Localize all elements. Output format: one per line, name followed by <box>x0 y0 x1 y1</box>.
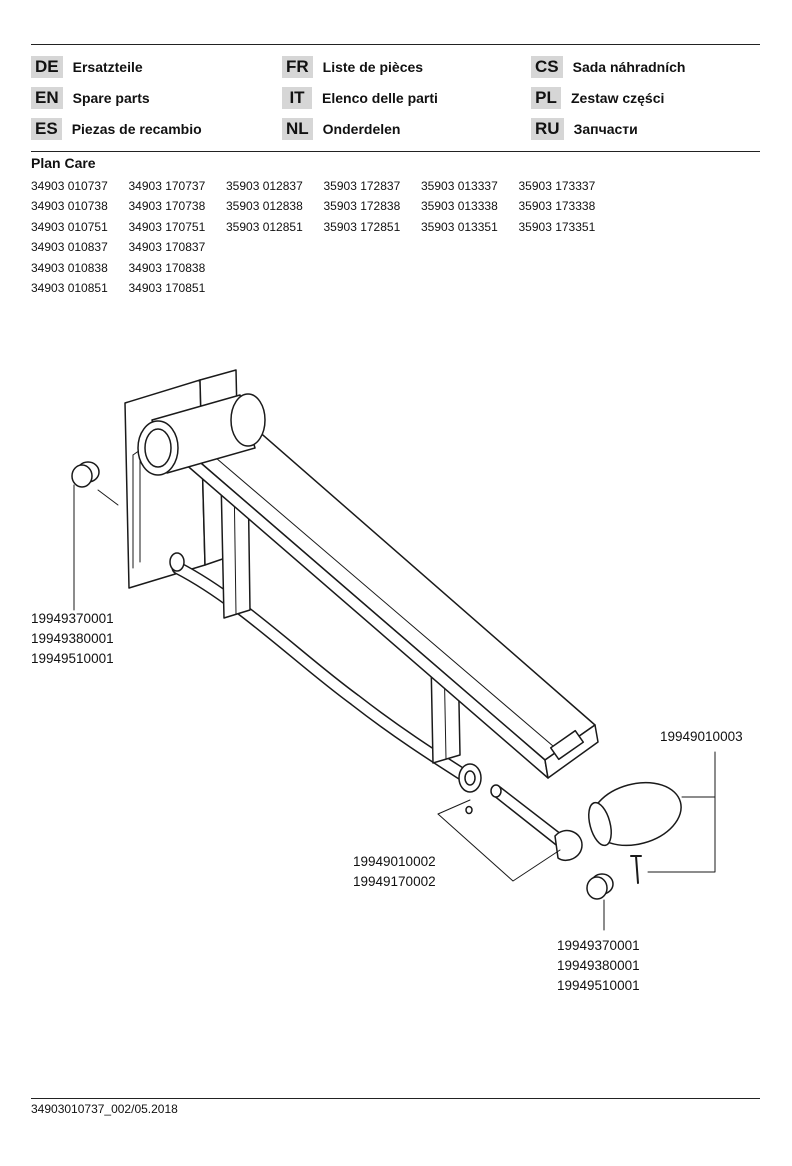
language-row-it: IT Elenco delle parti <box>282 86 438 110</box>
article-number: 35903 173338 <box>518 199 596 214</box>
pin-part <box>465 784 583 862</box>
article-number: 34903 170838 <box>128 260 206 275</box>
article-number: 35903 012838 <box>226 199 303 214</box>
article-row: 34903 010838 34903 170838 <box>31 258 616 278</box>
language-code: ES <box>31 118 62 140</box>
part-number: 19949170002 <box>353 874 436 889</box>
end-cap-part <box>588 781 682 884</box>
article-row: 34903 010837 34903 170837 <box>31 237 616 257</box>
article-number: 34903 010851 <box>31 280 108 295</box>
part-number: 19949370001 <box>557 938 640 953</box>
language-code: EN <box>31 87 63 109</box>
language-code: IT <box>282 87 312 109</box>
product-name: Plan Care <box>31 155 96 171</box>
article-number: 35903 012851 <box>226 219 303 234</box>
article-number-table: 34903 010737 34903 170737 35903 012837 3… <box>31 176 616 298</box>
hinge-housing <box>137 393 266 476</box>
language-title: Spare parts <box>72 90 150 106</box>
language-row-de: DE Ersatzteile <box>31 55 143 79</box>
language-row-fr: FR Liste de pièces <box>282 55 423 79</box>
small-cap-part <box>586 873 614 931</box>
part-number: 19949010003 <box>660 729 743 744</box>
article-number: 35903 172838 <box>323 199 401 214</box>
language-title: Ersatzteile <box>72 59 143 75</box>
article-number: 35903 173351 <box>518 219 596 234</box>
article-number: 35903 013351 <box>421 219 498 234</box>
language-title: Zestaw części <box>571 90 665 106</box>
part-numbers-left-cap: 19949370001 19949380001 19949510001 <box>31 609 114 669</box>
leader-lines <box>437 751 716 882</box>
language-title: Запчасти <box>573 121 638 137</box>
article-number: 34903 010838 <box>31 260 108 275</box>
language-title: Onderdelen <box>322 121 401 137</box>
part-number: 19949510001 <box>31 651 114 666</box>
language-code: FR <box>282 56 313 78</box>
article-number: 34903 010751 <box>31 219 108 234</box>
language-row-cs: CS Sada náhradních <box>531 55 685 79</box>
article-number: 35903 172851 <box>323 219 401 234</box>
language-title: Sada náhradních <box>572 59 686 75</box>
language-code: PL <box>531 87 561 109</box>
header-bottom-rule <box>31 151 760 152</box>
article-number: 35903 012837 <box>226 179 303 193</box>
part-numbers-small-cap: 19949370001 19949380001 19949510001 <box>557 936 640 996</box>
article-row: 34903 010751 34903 170751 35903 012851 3… <box>31 217 616 237</box>
article-number: 34903 170837 <box>128 240 206 255</box>
article-number: 34903 010837 <box>31 240 108 255</box>
article-row: 34903 010738 34903 170738 35903 012838 3… <box>31 196 616 216</box>
language-row-ru: RU Запчасти <box>531 117 638 141</box>
part-numbers-pin: 19949010002 19949170002 <box>353 852 436 892</box>
article-number: 34903 170737 <box>128 179 206 193</box>
document-id: 34903010737_002/05.2018 <box>31 1102 178 1116</box>
part-number: 19949510001 <box>557 978 640 993</box>
part-number: 19949010002 <box>353 854 436 869</box>
language-title: Elenco delle parti <box>322 90 438 106</box>
article-number: 34903 170851 <box>128 280 206 295</box>
top-rule <box>31 44 760 45</box>
article-number: 34903 010738 <box>31 199 108 214</box>
part-number: 19949370001 <box>31 611 114 626</box>
language-title: Piezas de recambio <box>71 121 202 137</box>
article-number: 34903 170751 <box>128 219 206 234</box>
part-number: 19949380001 <box>31 631 114 646</box>
language-code: NL <box>282 118 313 140</box>
language-row-en: EN Spare parts <box>31 86 150 110</box>
footer-rule <box>31 1098 760 1099</box>
language-row-es: ES Piezas de recambio <box>31 117 202 141</box>
article-number: 34903 170738 <box>128 199 206 214</box>
language-title: Liste de pièces <box>322 59 424 75</box>
language-row-pl: PL Zestaw części <box>531 86 664 110</box>
part-number: 19949380001 <box>557 958 640 973</box>
article-number: 35903 172837 <box>323 179 401 193</box>
left-cap-part <box>71 461 119 611</box>
main-arm <box>179 414 599 779</box>
article-number: 35903 013338 <box>421 199 498 214</box>
article-row: 34903 010737 34903 170737 35903 012837 3… <box>31 176 616 196</box>
language-code: DE <box>31 56 63 78</box>
language-code: CS <box>531 56 563 78</box>
article-number: 35903 013337 <box>421 179 498 193</box>
part-numbers-end-cap: 19949010003 <box>660 727 743 747</box>
article-number: 35903 173337 <box>518 179 596 193</box>
language-row-nl: NL Onderdelen <box>282 117 400 141</box>
article-row: 34903 010851 34903 170851 <box>31 278 616 298</box>
language-code: RU <box>531 118 564 140</box>
article-number: 34903 010737 <box>31 179 108 193</box>
